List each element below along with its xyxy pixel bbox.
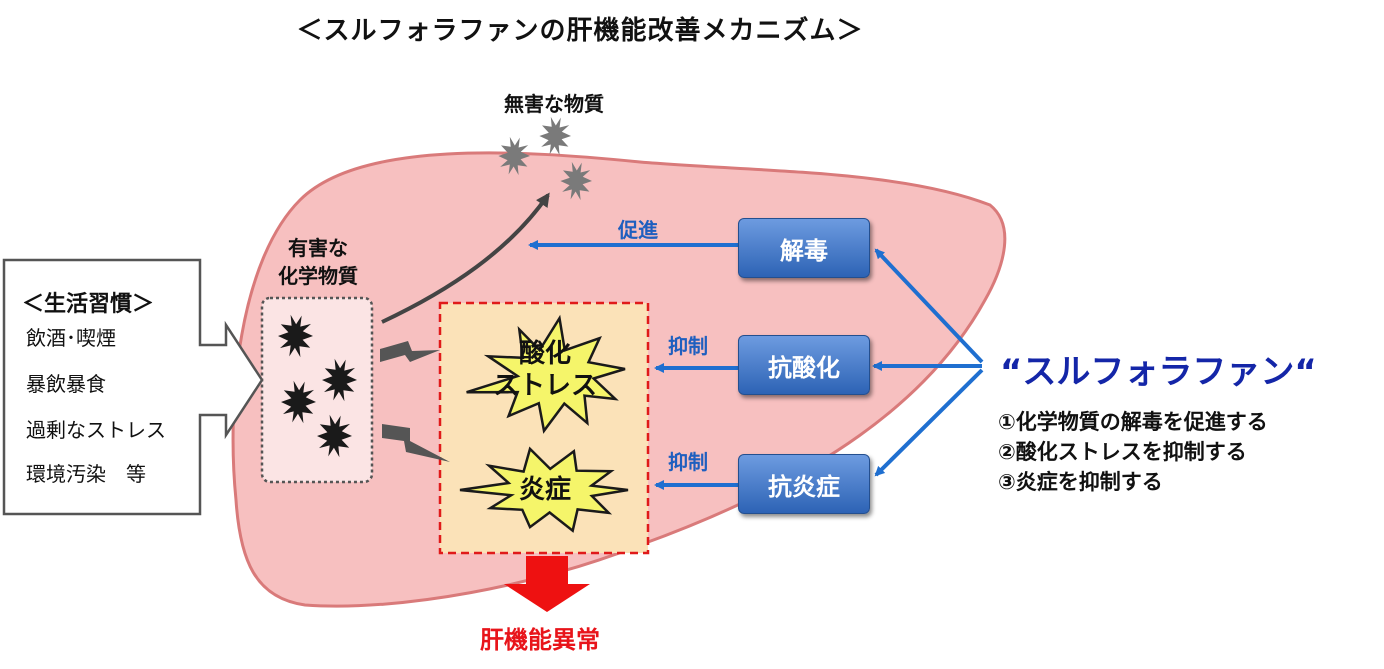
harmful-particle-icon [278,314,313,358]
harmless-particle-icon [539,116,571,156]
oxidative-stress-burst-icon [466,314,626,434]
benefit-item: ①化学物質の解毒を促進する [998,410,1268,434]
harmful-particle-icon [317,414,352,458]
benefit-item: ③炎症を抑制する [998,470,1163,494]
oxidative-stress-line: 酸化 [518,339,571,369]
lifestyle-item: 環境汚染 等 [26,462,146,486]
detox-path-arrow [381,192,550,324]
harmful-label-line: 有害な [288,236,348,260]
lifestyle-item: 飲酒･喫煙 [26,326,116,350]
suppress-label: 抑制 [668,450,708,474]
harmful-particle-icon [322,358,357,402]
lightning-icon [382,424,450,462]
benefit-item: ②酸化ストレスを抑制する [998,440,1247,464]
sulforaphane-label: “スルフォラファン“ [1000,352,1317,392]
oxidative-stress-label: 酸化 ストレス [490,338,600,402]
suppress-label: 抑制 [668,334,708,358]
antioxidant-box: 抗酸化 [738,335,870,395]
harmless-particle-icons [498,116,592,201]
harmful-chemicals-box [260,296,374,484]
harmless-particle-icon [560,161,592,201]
anti-inflammatory-box: 抗炎症 [738,454,870,514]
sulforaphane-to-antiinflammatory-arrow [874,368,984,477]
harmful-particle-icons [278,314,357,458]
liver-dysfunction-label: 肝機能異常 [480,626,600,654]
outcome-down-arrow [504,556,590,612]
promote-label: 促進 [618,218,658,242]
inflammation-burst-icon [459,446,629,533]
sulforaphane-to-detox-arrow [874,248,984,364]
harmless-particle-icon [498,136,530,176]
harmful-particle-icon [281,380,316,424]
lifestyle-title: ＜生活習慣＞ [22,292,155,317]
lifestyle-item: 過剰なストレス [26,418,166,442]
oxidative-stress-line: ストレス [492,371,597,401]
lifestyle-callout [2,258,264,516]
harmful-chemicals-label: 有害な 化学物質 [258,234,378,290]
lifestyle-item: 暴飲暴食 [26,372,106,396]
lightning-icon [380,341,440,362]
page-title: ＜スルフォラファンの肝機能改善メカニズム＞ [296,16,864,46]
inflammation-label: 炎症 [518,475,571,505]
detox-box: 解毒 [738,218,870,278]
harmless-substance-label: 無害な物質 [504,92,604,116]
harmful-label-line: 化学物質 [278,264,358,288]
